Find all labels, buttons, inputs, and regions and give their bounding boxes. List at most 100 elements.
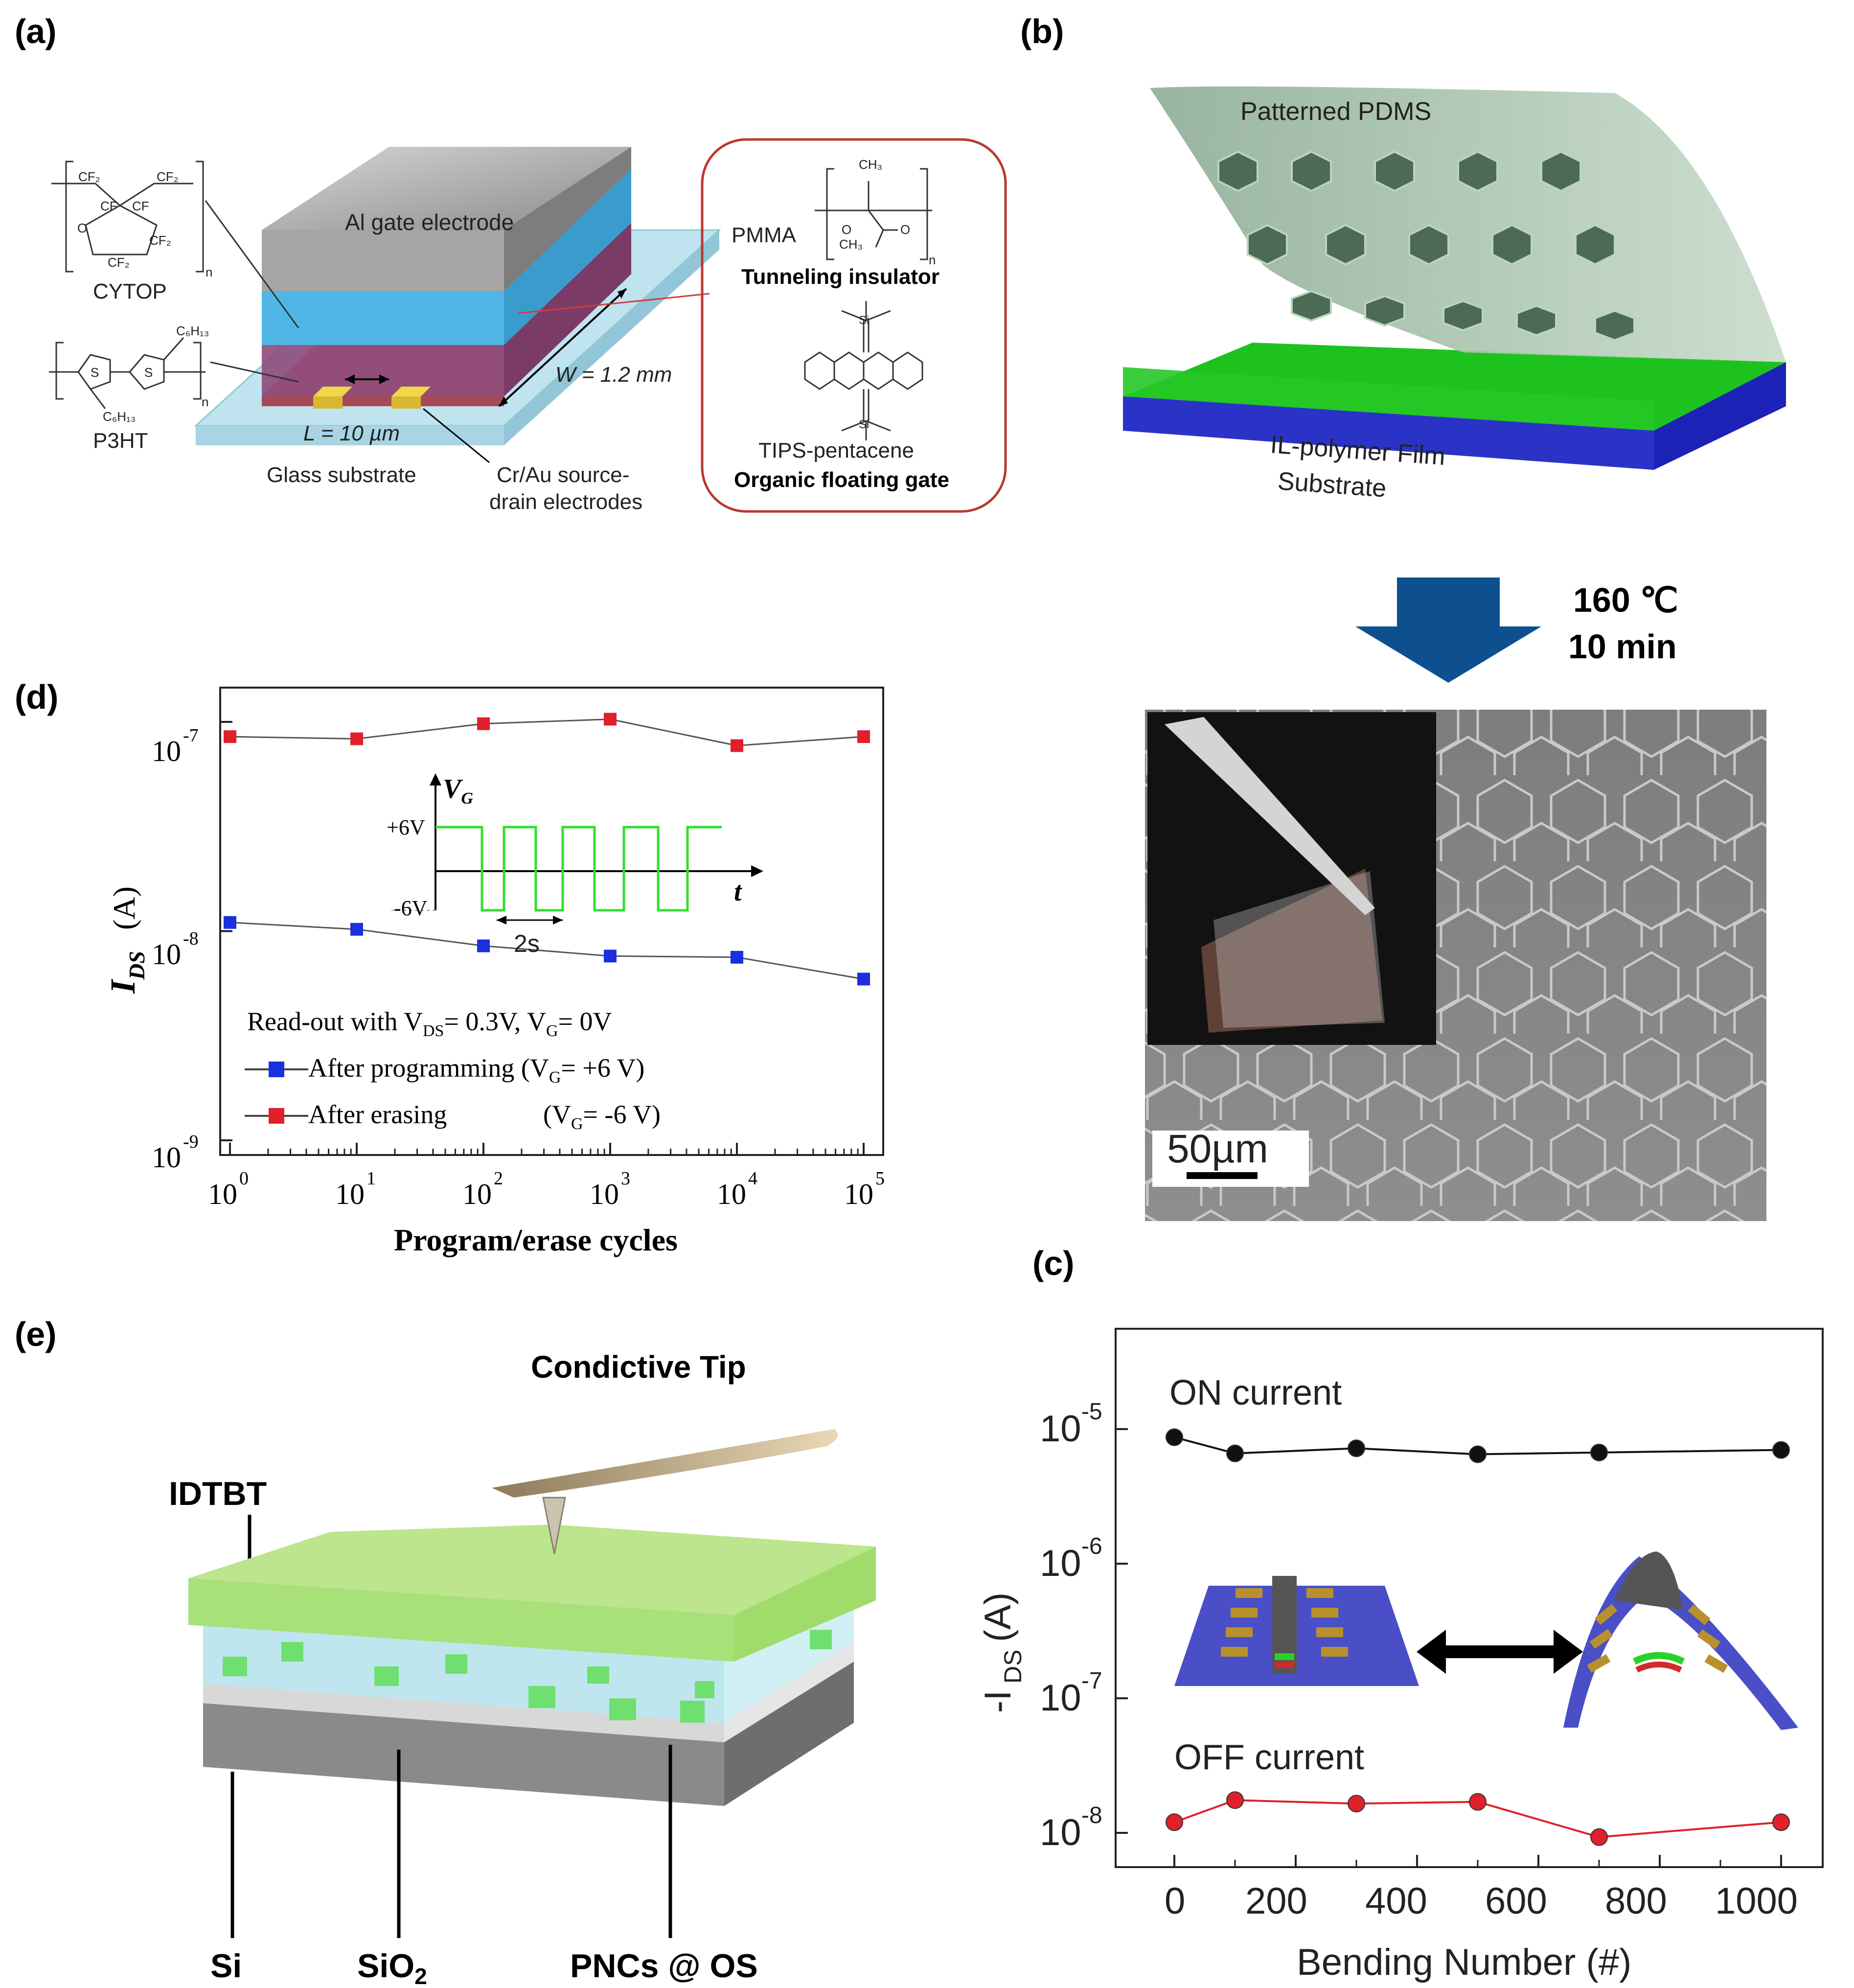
chart-d-ytick-1: 10: [152, 938, 181, 971]
chart-d-xtick-1: 10: [335, 1178, 365, 1210]
chart-d-frame: [219, 687, 884, 1156]
chart-c-xlabel: Bending Number (#): [1297, 1942, 1631, 1983]
sem-image: 50µm: [1145, 710, 1766, 1221]
readout-c: = 0V: [558, 1007, 612, 1036]
cytop-text: CYTOP: [93, 279, 167, 303]
time-text: 10 min: [1568, 627, 1677, 666]
chart-d-point: [224, 916, 236, 929]
off-current-label: OFF current: [1174, 1738, 1364, 1777]
chart-d-xtick-exp-3: 3: [621, 1168, 630, 1189]
chart-c-lines: [1174, 1436, 1782, 1838]
chart-d-points: [224, 713, 870, 986]
tip-text: Condictive Tip: [531, 1349, 746, 1385]
chart-d-point: [731, 739, 743, 752]
legend-prog-g: G: [549, 1068, 561, 1086]
pmma-ch3-a: CH₃: [859, 157, 882, 172]
on-current-label: ON current: [1169, 1373, 1342, 1412]
chart-d-xtick-4: 10: [717, 1178, 746, 1210]
scale-bar-text: 50µm: [1167, 1127, 1268, 1171]
chart-d-ytick-2: 10: [152, 1141, 181, 1174]
chart-c-ytick-2: 10: [1040, 1677, 1081, 1719]
chart-d-point: [857, 972, 870, 986]
substrate-text: Substrate: [1277, 467, 1387, 503]
tips-structure: [804, 301, 923, 440]
w-dim-text: W = 1.2 mm: [555, 363, 672, 387]
scale-bar: [1187, 1172, 1258, 1179]
chart-c-point: [1772, 1441, 1790, 1459]
chart-c-series-line-0: [1174, 1436, 1782, 1456]
l-dim-text: L = 10 µm: [303, 421, 400, 445]
chart-c-point: [1166, 1813, 1183, 1831]
chart-c-xtick-2: 400: [1365, 1880, 1427, 1922]
cantilever: [492, 1429, 838, 1498]
chart-d-series-line-0: [229, 718, 864, 747]
inset-period: 2s: [514, 930, 540, 957]
chart-d-point: [477, 939, 490, 952]
process-arrow: [1355, 578, 1541, 683]
chart-d-lines: [229, 718, 864, 980]
legend-prog-marker: [269, 1062, 284, 1077]
cytop-cf2-a: CF₂: [78, 169, 100, 184]
chart-d-xtick-exp-0: 0: [239, 1168, 249, 1189]
chart-c-xtick-1: 200: [1245, 1880, 1307, 1922]
chart-c-point: [1469, 1793, 1487, 1811]
p3ht-c6h13-a: C₆H₁₃: [176, 324, 209, 338]
crau-text-1: Cr/Au source-: [497, 463, 629, 487]
temp-text: 160 ℃: [1573, 581, 1678, 619]
cytop-structure: [51, 161, 299, 328]
legend-erase-b: = -6 V): [583, 1100, 661, 1129]
panel-d: (d) 10 0 10 1 10 2 10 3 10 4 10 5 10 -7 …: [15, 678, 885, 1257]
chart-c-ylabel-unit: (A): [977, 1593, 1019, 1642]
legend-erase-text: After erasing: [308, 1100, 447, 1129]
readout-b: = 0.3V, V: [444, 1007, 546, 1036]
chart-d-point: [224, 730, 236, 743]
pnc-cubes: [223, 1630, 832, 1723]
chart-c-point: [1348, 1795, 1365, 1813]
tip-needle: [542, 1497, 566, 1554]
si-text: Si: [210, 1947, 242, 1985]
chart-c-point: [1166, 1428, 1183, 1446]
inset-plus: +6V: [387, 815, 425, 839]
inset-minus: -6V: [394, 896, 428, 920]
chart-c-series-line-1: [1174, 1799, 1782, 1838]
panel-a: (a) Al gate: [15, 12, 1007, 514]
legend-erase-a: (V: [543, 1100, 571, 1129]
chart-c-ticks: [1116, 1428, 1782, 1867]
inset-vg: VG: [443, 774, 473, 808]
waveform-inset: VG +6V -6V t 2s: [387, 773, 763, 957]
panel-c-label: (c): [1032, 1244, 1075, 1282]
p3ht-s2: S: [144, 365, 153, 380]
pmma-text: PMMA: [732, 223, 797, 247]
glass-text: Glass substrate: [267, 463, 416, 487]
chart-c-ylabel: -I: [977, 1690, 1019, 1713]
p3ht-n: n: [202, 394, 208, 409]
chart-d-xtick-0: 10: [208, 1178, 237, 1210]
pmma-n: n: [929, 253, 936, 267]
chart-c-ytick-3: 10: [1040, 1812, 1081, 1853]
pncs-text: PNCs @ OS: [570, 1947, 758, 1985]
chart-d-xtick-exp-1: 1: [366, 1168, 376, 1189]
chart-c-ytick-exp-2: -7: [1081, 1668, 1102, 1694]
tips-si-a: Si: [859, 314, 869, 327]
pmma-o-a: O: [900, 222, 910, 237]
inset-vg-sub: G: [461, 789, 473, 808]
chart-d-ylabel-unit: (A): [107, 886, 141, 930]
panel-b-label: (b): [1020, 12, 1064, 50]
chart-d-xtick-2: 10: [462, 1178, 492, 1210]
sio2-a: SiO: [357, 1947, 414, 1985]
cytop-cf-a: CF: [100, 199, 117, 213]
waveform-line: [435, 826, 722, 912]
chart-c-ytick-exp-0: -5: [1081, 1399, 1102, 1425]
chart-c-points: [1166, 1428, 1790, 1846]
materials-box: [701, 138, 1007, 513]
chart-d-point: [731, 950, 743, 964]
legend-erase-marker: [269, 1108, 284, 1124]
chart-d-ytick-0: 10: [152, 735, 181, 767]
pmma-structure: [815, 168, 932, 260]
chart-d-ytick-exp-0: -7: [183, 725, 199, 746]
chart-c-ytick-exp-1: -6: [1081, 1533, 1102, 1559]
readout-text: Read-out with VDS= 0.3V, VG= 0V: [247, 1007, 612, 1040]
al-gate-text: Al gate electrode: [345, 209, 514, 235]
chart-d-ylabel-sub: DS: [124, 951, 149, 980]
pmma-ch3-b: CH₃: [839, 237, 863, 252]
